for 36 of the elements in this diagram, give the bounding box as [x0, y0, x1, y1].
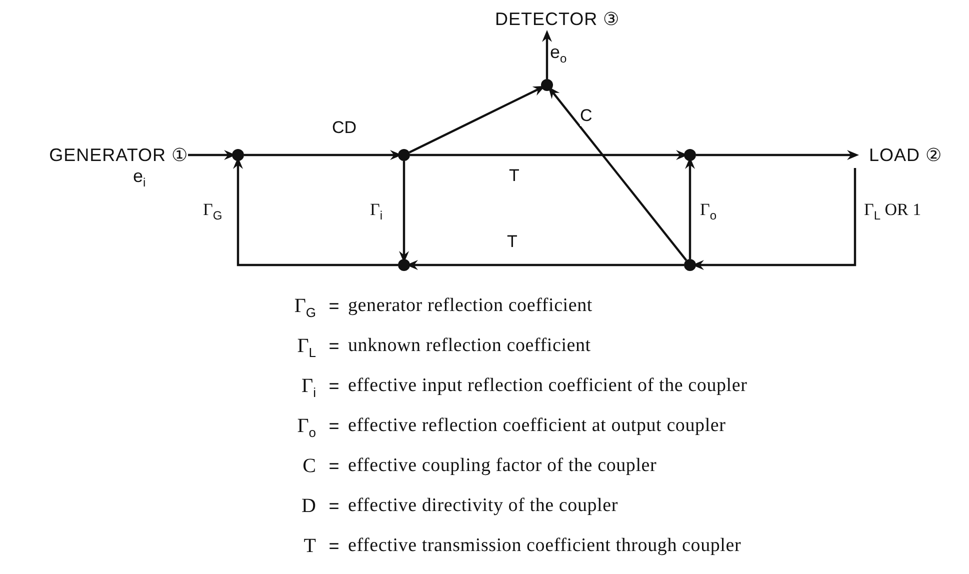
symbol: D [300, 494, 317, 518]
definition-text: generator reflection coefficient [348, 294, 594, 318]
symbol: Γ$_{L}$ [296, 334, 317, 358]
definition-text: effective coupling factor of the coupler [348, 454, 658, 478]
port-name: DETECTOR ③ [495, 8, 620, 30]
definition-text: effective reflection coefficient at output coupler [348, 414, 727, 438]
equals-sign: = [328, 375, 340, 398]
signal-label: e$_{o}$ [550, 42, 567, 68]
arrow [542, 30, 552, 79]
symbol: Γ$_{i}$ [300, 374, 317, 398]
definition-text: unknown reflection coefficient [348, 334, 592, 358]
port-name: LOAD ② [869, 144, 942, 166]
arrow [548, 86, 688, 261]
equals-sign: = [328, 295, 340, 318]
equals-sign: = [328, 535, 340, 558]
definition-text: effective directivity of the coupler [348, 494, 619, 518]
symbol: Γ$_{G}$ [293, 294, 317, 318]
junction-dot [398, 259, 410, 271]
equals-sign: = [328, 455, 340, 478]
equals-sign: = [328, 415, 340, 438]
junction-dot [232, 149, 244, 161]
port-name: GENERATOR ① [49, 144, 188, 166]
junction-dot [684, 259, 696, 271]
definition-text: effective transmission coefficient through coupler [348, 534, 742, 558]
junction-dot [398, 149, 410, 161]
arrow [696, 150, 859, 160]
symbol: C [302, 454, 317, 478]
definition-text: effective input reflection coefficient of the coupler [348, 374, 748, 398]
junction-dot [541, 79, 553, 91]
symbol: T [302, 534, 317, 558]
equals-sign: = [328, 335, 340, 358]
edge-label: C [580, 106, 592, 126]
symbol: Γ$_{o}$ [296, 414, 317, 438]
signal-label: e$_{i}$ [133, 166, 146, 192]
equals-sign: = [328, 495, 340, 518]
junction-dot [684, 149, 696, 161]
